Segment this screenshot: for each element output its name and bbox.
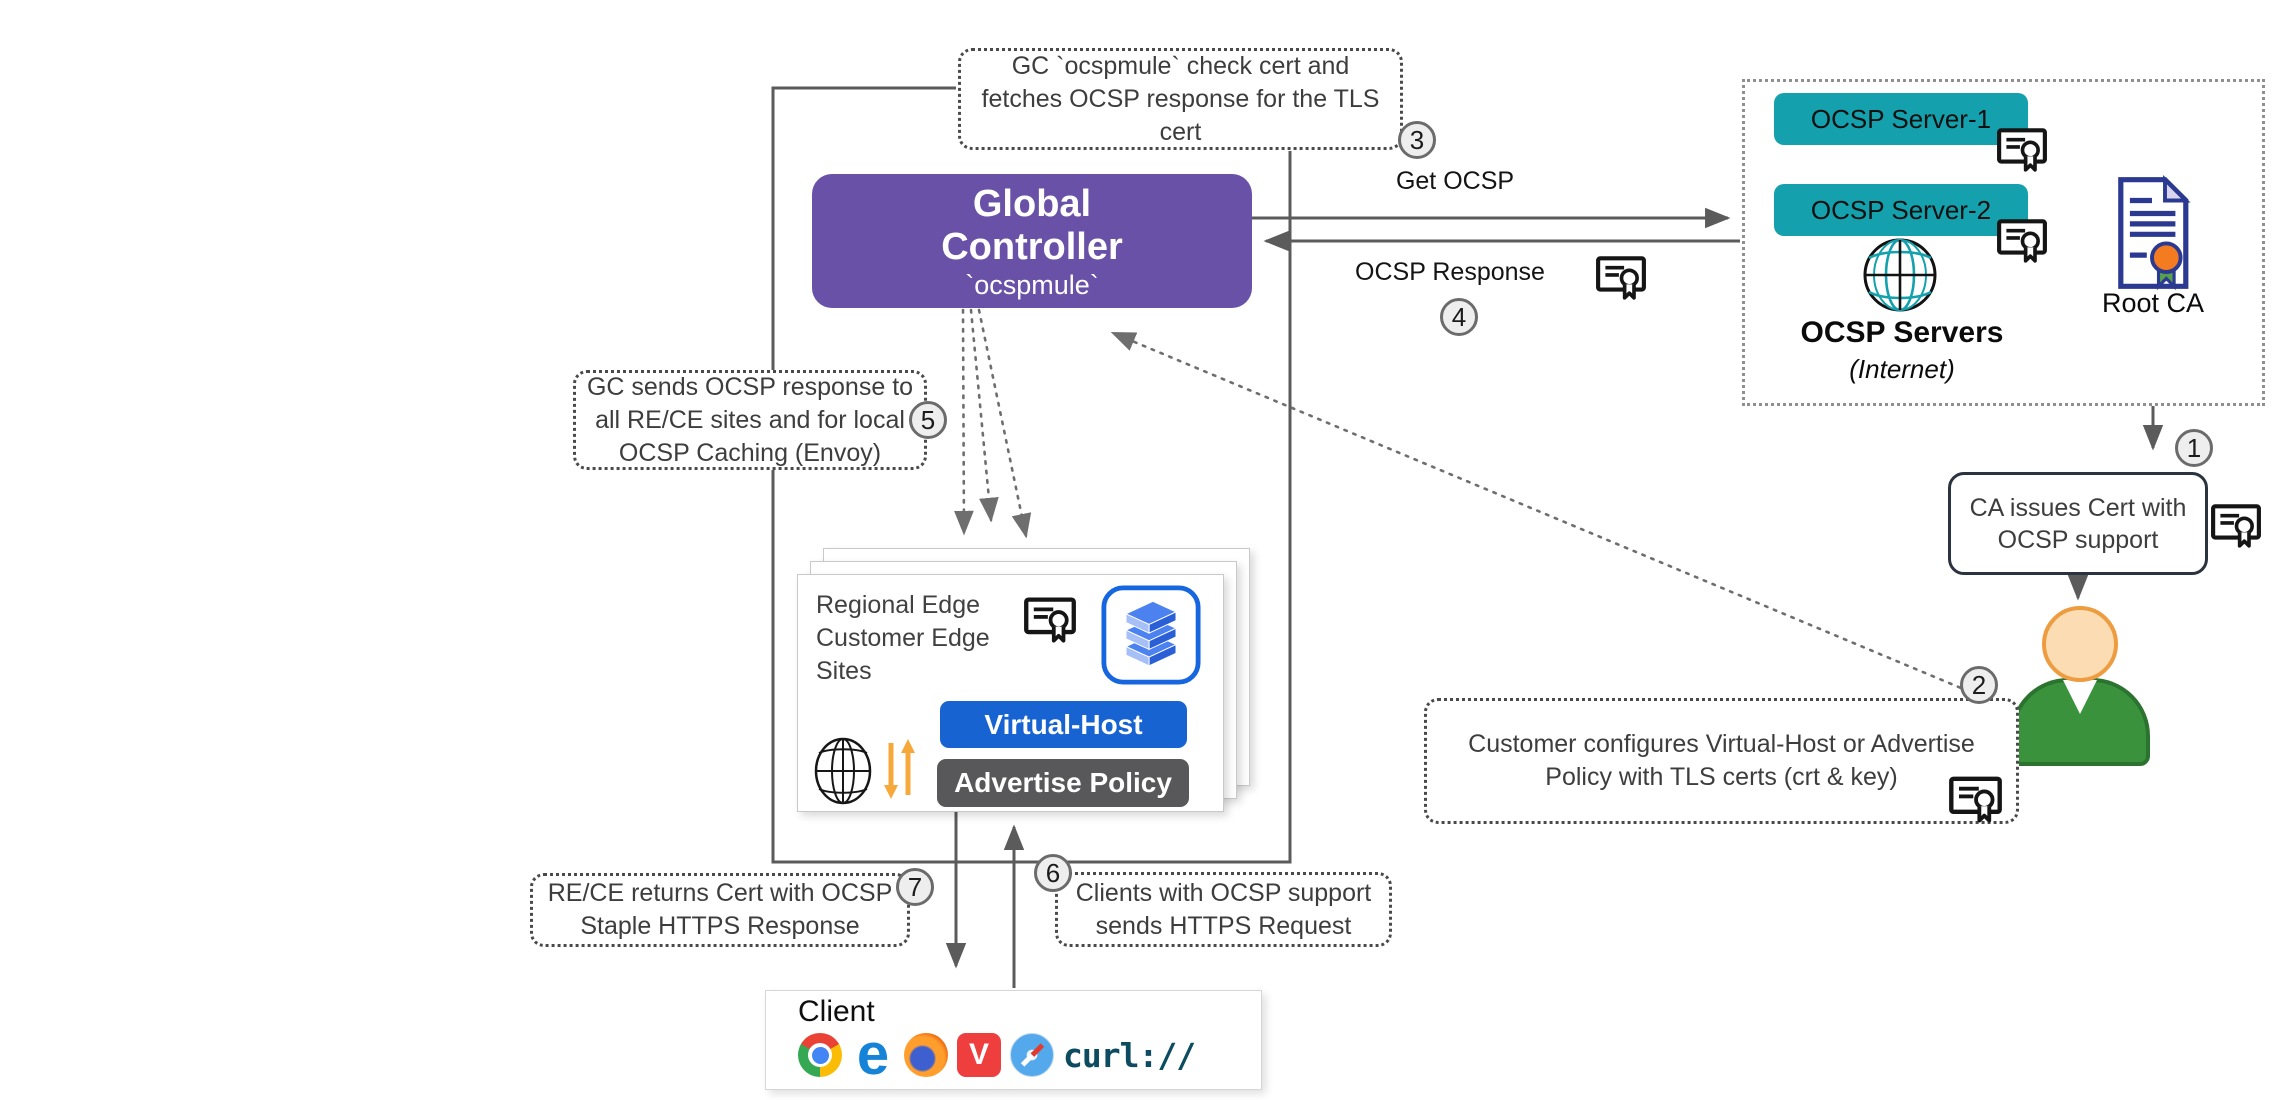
ocsp-response-label: OCSP Response bbox=[1355, 258, 1545, 286]
client-box: Client curl:// bbox=[765, 990, 1262, 1090]
ocsp-servers-sublabel: (Internet) bbox=[1849, 354, 1955, 384]
note-gc-fetch-ocsp: GC `ocspmule` check cert and fetches OCS… bbox=[958, 48, 1403, 150]
note-gc-sends-response: GC sends OCSP response to all RE/CE site… bbox=[573, 370, 927, 470]
advertise-policy-chip: Advertise Policy bbox=[937, 759, 1189, 807]
re-label-line2: Customer Edge bbox=[816, 624, 990, 652]
get-ocsp-label: Get OCSP bbox=[1395, 167, 1515, 195]
ca-issues-text: CA issues Cert with OCSP support bbox=[1969, 493, 2187, 554]
re-label-line1: Regional Edge bbox=[816, 591, 981, 619]
step-badge-1: 1 bbox=[2175, 429, 2213, 467]
ca-issues-cert-box: CA issues Cert with OCSP support bbox=[1948, 472, 2208, 575]
note-rece-returns: RE/CE returns Cert with OCSP Staple HTTP… bbox=[530, 873, 910, 947]
site-stack-icon bbox=[1101, 585, 1201, 685]
note-text: GC `ocspmule` check cert and fetches OCS… bbox=[981, 51, 1380, 146]
up-down-arrows-icon bbox=[880, 731, 918, 807]
certificate-icon bbox=[2210, 498, 2262, 550]
note-text: Customer configures Virtual-Host or Adve… bbox=[1468, 730, 1975, 791]
person-head bbox=[2042, 606, 2118, 682]
certificate-icon bbox=[1996, 213, 2048, 265]
safari-icon bbox=[1010, 1033, 1054, 1077]
gc-subtitle: `ocspmule` bbox=[965, 269, 1099, 300]
note-clients-request: Clients with OCSP support sends HTTPS Re… bbox=[1055, 872, 1392, 947]
step-badge-6: 6 bbox=[1034, 854, 1072, 892]
certificate-icon bbox=[1996, 122, 2048, 174]
note-customer-configures: Customer configures Virtual-Host or Adve… bbox=[1424, 698, 2019, 824]
re-label-line3: Sites bbox=[816, 657, 872, 685]
root-ca-certificate-icon bbox=[2113, 172, 2191, 294]
certificate-icon bbox=[1948, 770, 2003, 825]
certificate-icon bbox=[1023, 591, 1077, 645]
note-text: RE/CE returns Cert with OCSP Staple HTTP… bbox=[547, 879, 893, 940]
vivaldi-icon bbox=[957, 1033, 1001, 1077]
edge-icon bbox=[851, 1033, 895, 1077]
root-ca-label: Root CA bbox=[2101, 288, 2205, 318]
globe-icon bbox=[1860, 235, 1940, 315]
gc-title-line1: Global bbox=[972, 182, 1092, 225]
ocsp-servers-label: OCSP Servers bbox=[1800, 316, 2004, 349]
step-badge-2: 2 bbox=[1960, 666, 1998, 704]
step-badge-3: 3 bbox=[1398, 121, 1436, 159]
person-body bbox=[2010, 678, 2150, 766]
globe-icon bbox=[808, 735, 878, 807]
browser-icons-row: curl:// bbox=[798, 1032, 1261, 1078]
step-badge-7: 7 bbox=[896, 868, 934, 906]
ocsp-server-2: OCSP Server-2 bbox=[1774, 184, 2028, 236]
certificate-icon bbox=[1595, 250, 1647, 302]
note-text: Clients with OCSP support sends HTTPS Re… bbox=[1075, 878, 1372, 940]
step-badge-4: 4 bbox=[1440, 298, 1478, 336]
re-ce-sites-card: Regional Edge Customer Edge Sites Virtua… bbox=[797, 574, 1224, 812]
customer-person-icon bbox=[2010, 606, 2160, 766]
ocsp-server-1: OCSP Server-1 bbox=[1774, 93, 2028, 145]
step-badge-5: 5 bbox=[909, 401, 947, 439]
chrome-icon bbox=[798, 1033, 842, 1077]
re-ce-sites-label: Regional Edge Customer Edge Sites bbox=[816, 589, 1026, 688]
curl-logo: curl:// bbox=[1063, 1035, 1196, 1075]
note-text: GC sends OCSP response to all RE/CE site… bbox=[586, 372, 914, 467]
gc-title-line2: Controller bbox=[941, 225, 1123, 268]
virtual-host-chip: Virtual-Host bbox=[940, 701, 1187, 748]
person-collar bbox=[2063, 680, 2097, 714]
firefox-icon bbox=[904, 1033, 948, 1077]
global-controller-box: Global Controller `ocspmule` bbox=[812, 174, 1252, 308]
